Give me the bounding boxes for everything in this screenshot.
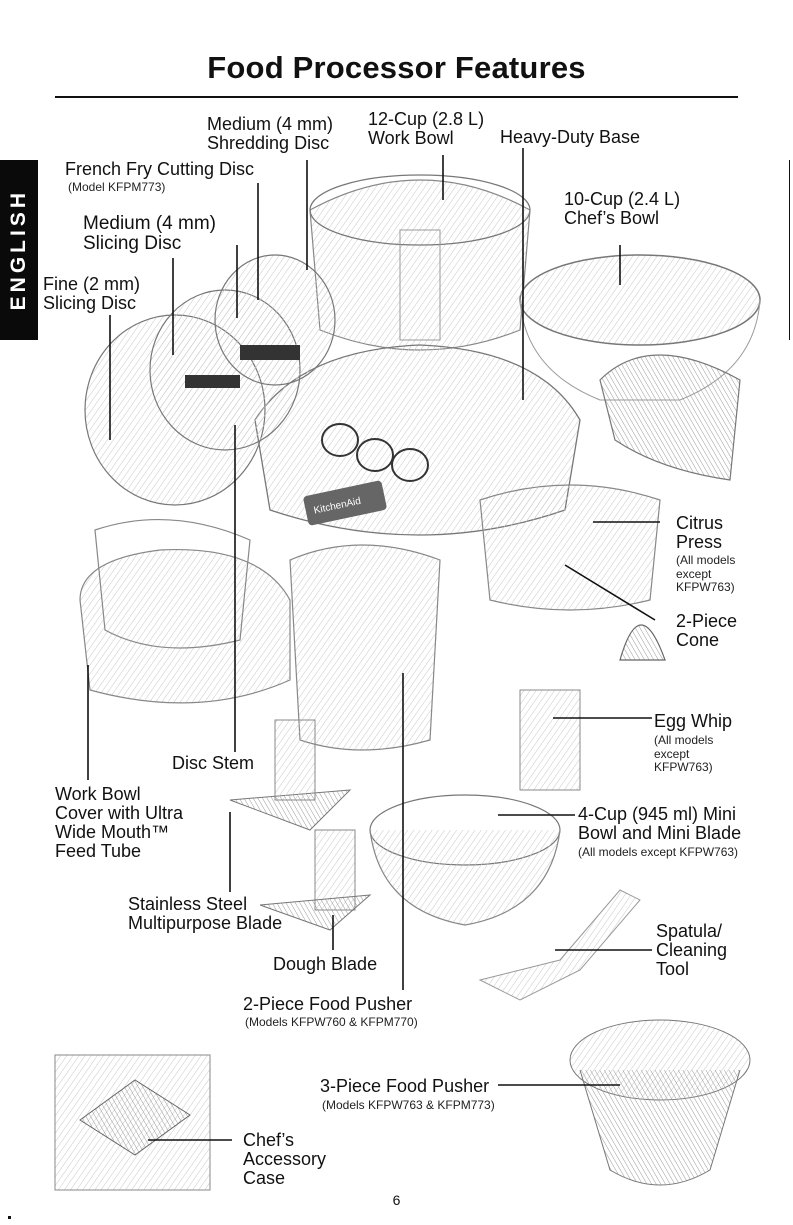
base-art: KitchenAid [254, 344, 581, 536]
corner-dot [8, 1216, 11, 1219]
mini-bowl-note: (All models except KFPW763) [578, 845, 739, 859]
language-tab: ENGLISH [0, 160, 38, 340]
chefs-bowl-label: 10-Cup (2.4 L) Chef’s Bowl [564, 189, 681, 228]
margin-mark [789, 160, 790, 340]
egg-whip-label: Egg Whip [654, 711, 733, 731]
work-bowl-art [309, 174, 531, 351]
blades-art [229, 689, 581, 931]
work-bowl-cover-art [79, 519, 291, 704]
spatula-label: Spatula/ Cleaning Tool [656, 921, 728, 979]
fine-slicing-disc-label: Fine (2 mm) Slicing Disc [43, 274, 141, 313]
french-fry-disc-note: (Model KFPM773) [68, 180, 166, 194]
heavy-duty-base-label: Heavy-Duty Base [500, 127, 641, 147]
three-piece-pusher-note: (Models KFPW763 & KFPM773) [322, 1098, 495, 1112]
citrus-press-label: Citrus Press [676, 513, 724, 552]
accessory-case-label: Chef’s Accessory Case [243, 1130, 327, 1188]
spatula-art [478, 889, 641, 1001]
discs-art [84, 254, 336, 506]
egg-whip-note: (All models except KFPW763) [654, 733, 714, 774]
work-bowl-cover-label: Work Bowl Cover with Ultra Wide Mouth™ F… [55, 784, 184, 861]
two-piece-pusher-label: 2-Piece Food Pusher [243, 994, 413, 1014]
medium-slicing-disc-label: Medium (4 mm) Slicing Disc [83, 213, 217, 254]
french-fry-disc-label: French Fry Cutting Disc [65, 159, 255, 179]
two-piece-pusher-note: (Models KFPW760 & KFPM770) [245, 1015, 418, 1029]
pusher-art [289, 544, 441, 751]
title-rule [55, 96, 738, 98]
citrus-press-note: (All models except KFPW763) [676, 553, 736, 594]
accessory-case-art [54, 1054, 211, 1191]
mini-bowl-label: 4-Cup (945 ml) Mini Bowl and Mini Blade [578, 804, 742, 843]
three-piece-pusher-label: 3-Piece Food Pusher [320, 1076, 490, 1096]
page-number: 6 [392, 1192, 401, 1208]
cone-label: 2-Piece Cone [676, 611, 738, 650]
mini-bowl-art [369, 794, 561, 926]
disc-stem-label: Disc Stem [172, 753, 255, 773]
three-piece-pusher-art [569, 1019, 751, 1186]
citrus-press-art [479, 354, 741, 661]
dough-blade-label: Dough Blade [273, 954, 378, 974]
medium-shredding-disc-label: Medium (4 mm) Shredding Disc [207, 114, 334, 153]
work-bowl-12-cup-label: 12-Cup (2.8 L) Work Bowl [368, 109, 485, 148]
page-title: Food Processor Features [207, 50, 586, 85]
stainless-blade-label: Stainless Steel Multipurpose Blade [128, 894, 283, 933]
leader-lines [87, 148, 660, 1141]
